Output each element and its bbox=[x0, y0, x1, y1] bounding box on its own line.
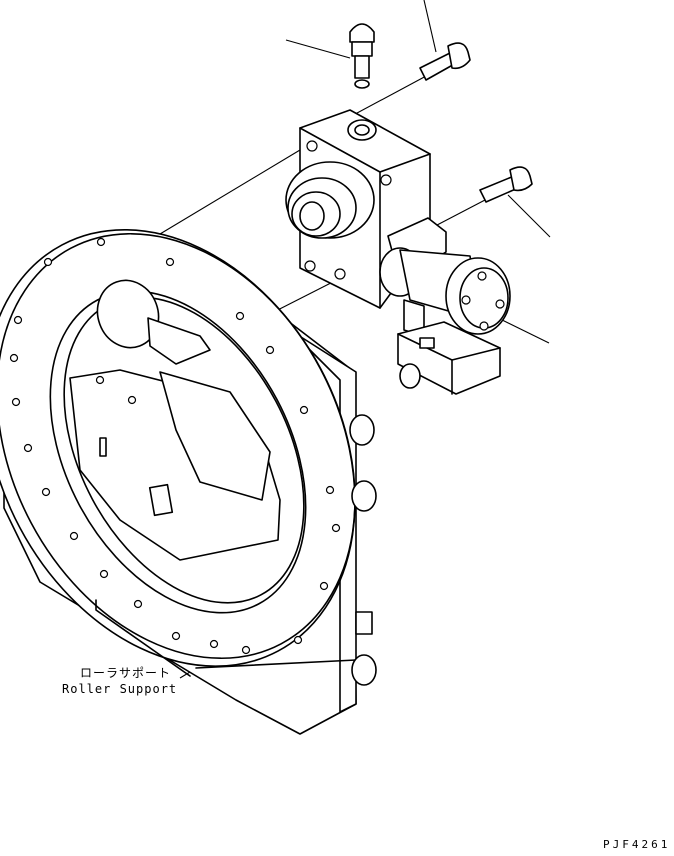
roller-support-housing bbox=[0, 229, 377, 735]
mounting-bolt-upper bbox=[419, 42, 471, 81]
grease-nipple bbox=[349, 23, 375, 89]
callout-label-japanese: ローラサポート bbox=[80, 666, 172, 680]
mounting-bolt-lower bbox=[479, 166, 533, 203]
hydraulic-motor bbox=[379, 217, 511, 395]
drawing-code: PJF4261 bbox=[603, 838, 671, 851]
side-bolts bbox=[349, 414, 377, 686]
callout-label-english: Roller Support bbox=[62, 682, 178, 696]
bolt-holes bbox=[9, 237, 341, 655]
